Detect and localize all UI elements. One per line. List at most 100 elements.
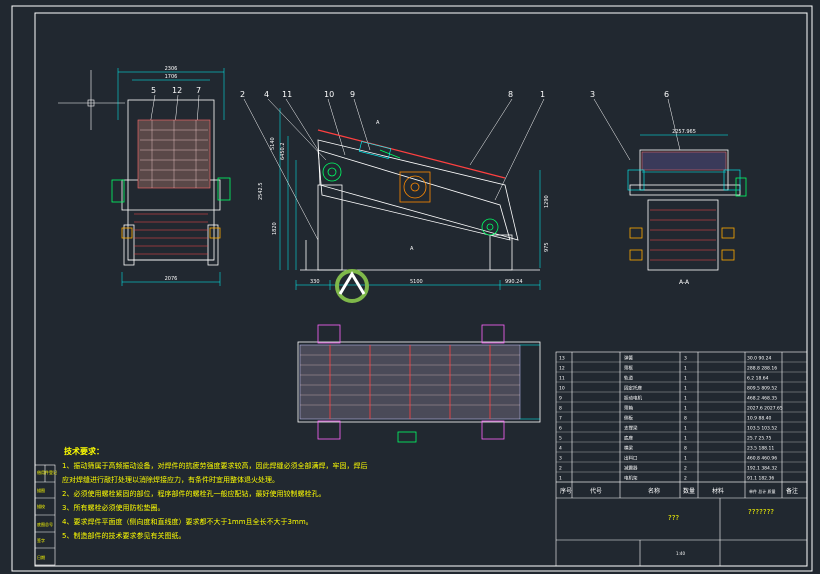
section-mark: A [410,246,414,252]
bom-cell-no: 9 [559,396,562,402]
dim-text: 2076 [165,276,178,282]
dim-text: 6450.2 [280,143,286,161]
bom-cell-name: 支撑梁 [624,425,638,432]
bom-cell-name: 弹簧 [624,355,633,362]
bom-header: 代号 [590,487,602,495]
bom-header: 材料 [712,487,724,495]
bom-cell-qty: 1 [684,436,687,442]
bom-cell-qty: 1 [684,366,687,372]
bom-cell-mass: 25.7 25.75 [747,436,771,442]
stamp-text: 描校 [37,503,45,509]
callout-label: 1 [540,90,545,99]
drawing-title: ??? [668,514,679,522]
dim-text: 5140 [270,137,276,150]
dim-text: 1820 [272,222,278,235]
bom-cell-qty: 2 [684,466,687,472]
drawing-frame [11,5,813,572]
company-name: ??????? [748,508,774,516]
bom-cell-mass: 6.2 18.64 [747,376,769,382]
bom-cell-qty: 1 [684,386,687,392]
mfcad-logo-icon [335,269,369,303]
bom-cell-mass: 809.5 809.52 [747,386,777,392]
callout-label: 10 [324,90,334,99]
bom-cell-mass: 2027.6 2027.65 [747,406,783,412]
bom-cell-no: 1 [559,476,562,482]
bom-cell-mass: 103.5 103.52 [747,426,777,432]
bom-cell-no: 13 [559,356,565,362]
bom-cell-mass: 468.2 468.35 [747,396,777,402]
bom-cell-qty: 1 [684,406,687,412]
bom-cell-name: 固定托座 [624,385,642,392]
bom-cell-qty: 1 [684,426,687,432]
bom-cell-qty: 3 [684,356,687,362]
bom-cell-name: 筛框 [624,365,633,372]
bom-cell-no: 8 [559,406,562,412]
callout-label: 6 [664,90,669,99]
bom-cell-name: 出料口 [624,455,638,462]
tech-item: 应对焊缝进行敲打处理以消除焊接应力，有条件时宜用整体退火处理。 [62,476,279,484]
bom-cell-mass: 30.0 90.24 [747,356,771,362]
bom-cell-qty: 8 [684,416,687,422]
bom-cell-no: 10 [559,386,565,392]
callout-label: 11 [282,90,292,99]
tech-item: 3、所有螺栓必须使用防松垫圈。 [62,504,165,512]
bom-cell-no: 12 [559,366,565,372]
dim-text: 5100 [410,279,423,285]
dim-text: 1706 [165,74,178,80]
callout-label: 2 [240,90,245,99]
bom-cell-name: 轨道 [624,375,633,382]
tech-item: 5、制造部件的技术要求参见有关图纸。 [62,532,186,540]
bom-cell-no: 11 [559,376,565,382]
bom-cell-name: 筛箱 [624,405,633,412]
plan-view [297,324,541,443]
bom-cell-no: 6 [559,426,562,432]
bom-cell-name: 振动电机 [624,395,642,402]
dim-text: 975 [544,242,550,252]
bom-cell-no: 5 [559,436,562,442]
callout-label: 7 [196,86,201,95]
left-stamp-column [34,464,56,566]
scale-label: 1:40 [676,551,685,556]
dim-text: 1290 [544,195,550,208]
bom-cell-qty: 1 [684,456,687,462]
bom-cell-name: 侧板 [624,415,633,422]
dim-text: 2257.965 [672,129,696,135]
bom-cell-mass: 460.8 460.96 [747,456,777,462]
bom-cell-qty: 1 [684,396,687,402]
bom-cell-no: 3 [559,456,562,462]
bom-cell-qty: 2 [684,476,687,482]
dim-text: 330 [310,279,320,285]
stamp-text: 日期 [37,554,45,560]
bom-cell-mass: 23.5 188.11 [747,446,774,452]
callout-label: 12 [172,86,182,95]
stamp-text: 签字 [37,537,45,543]
bom-cell-qty: 1 [684,376,687,382]
section-mark: A [376,120,380,126]
bom-cell-qty: 8 [684,446,687,452]
tech-item: 4、要求焊件平面度（侧向度和直线度）要求都不大于1mm且全长不大于3mm。 [62,518,313,526]
bom-cell-name: 横梁 [624,445,633,452]
bom-header: 序号 [560,487,572,495]
dim-text: 2542.5 [258,183,264,201]
bom-cell-mass: 91.1 182.36 [747,476,774,482]
bom-header: 数量 [683,487,695,495]
callout-label: 8 [508,90,513,99]
section-label: A-A [679,279,690,286]
stamp-text: 描图 [37,487,45,493]
bom-cell-name: 电机架 [624,475,638,482]
stamp-text: 借用件登记 [37,469,57,475]
bom-cell-mass: 288.8 288.16 [747,366,777,372]
bom-header: 名称 [648,487,660,495]
bom-cell-name: 底座 [624,435,633,442]
watermark-logo [330,266,500,306]
end-screen-deck [641,151,727,171]
technical-requirements: 技术要求： 1、振动筛属于高频振动设备，对焊件的抗疲劳强度要求较高，因此焊缝必须… [62,445,422,543]
bom-header: 备注 [786,487,798,495]
callout-label: 5 [151,86,156,95]
bom-header: 单件 总计 质量 [749,488,776,494]
tech-title: 技术要求： [64,447,104,456]
stamp-text: 底图总号 [37,521,53,527]
tech-item: 1、振动筛属于高频振动设备，对焊件的抗疲劳强度要求较高，因此焊缝必须全部满焊，牢… [62,462,368,470]
